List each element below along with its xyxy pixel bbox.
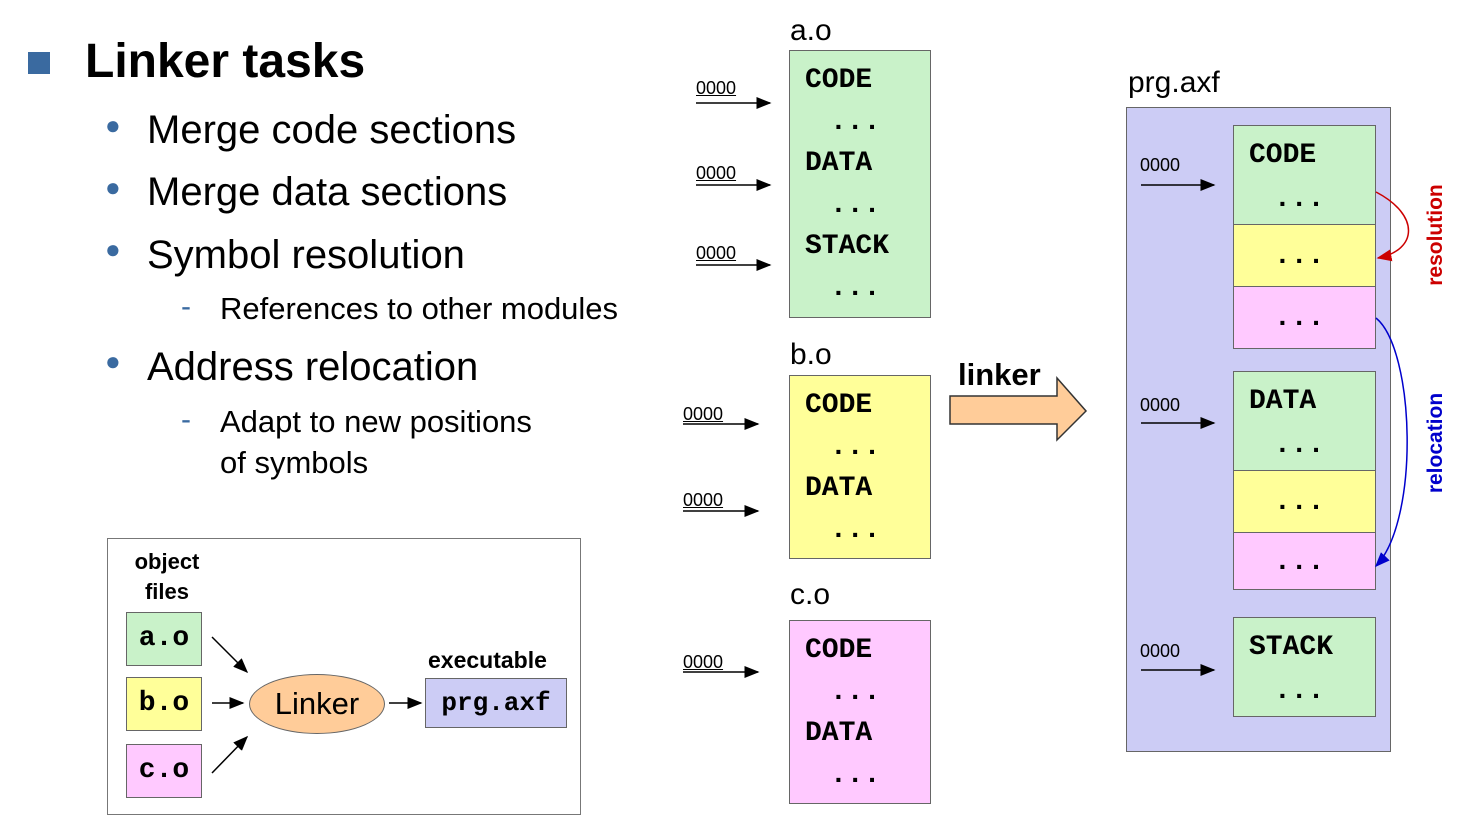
object-files-label-line2: files [144,579,190,604]
object-b-offset: 0000 [683,404,724,424]
object-c-ellipsis: ... [830,760,881,791]
object-b-name: b.o [790,338,832,371]
sub-bullet-adapt-line2: of symbols [220,445,369,480]
object-b-ellipsis: ... [830,515,881,546]
output-ellipsis: ... [1274,430,1325,461]
resolution-curve [1375,191,1410,262]
object-b-block: CODE ... DATA ... [789,375,931,559]
bullet-dot-icon: ● [105,172,121,202]
object-a-ellipsis: ... [830,190,881,221]
object-c-name: c.o [790,578,831,611]
output-stack-label: STACK [1249,632,1334,663]
bullet-dot-icon: ● [105,346,121,376]
output-code-a: CODE ... [1233,125,1376,225]
object-b-code: CODE [805,390,873,421]
output-offset-data: 0000 [1140,395,1181,415]
mini-arrow [211,735,249,774]
output-name: prg.axf [1128,66,1220,99]
relocation-curve [1374,317,1408,568]
mini-file-a: a.o [126,612,202,666]
output-offset-stack: 0000 [1140,641,1181,661]
bullet-symbol-resolution: Symbol resolution [147,233,465,277]
output-code-c: ... [1233,286,1376,349]
output-data-c: ... [1233,532,1376,590]
bullet-dot-icon: ● [105,234,121,264]
mini-diagram-frame [107,538,581,815]
output-data-a: DATA ... [1233,371,1376,471]
output-code-label: CODE [1249,140,1317,171]
slide-title: Linker tasks [85,35,366,88]
object-b-offset: 0000 [683,490,724,510]
bullet-dot-icon: ● [105,110,121,140]
object-b-data: DATA [805,473,873,504]
output-ellipsis: ... [1274,184,1325,215]
output-data-label: DATA [1249,386,1317,417]
output-ellipsis: ... [1274,303,1325,334]
sub-bullet-dash-icon: - [181,290,191,323]
title-bullet-square [28,52,50,74]
object-a-offset: 0000 [696,78,737,98]
output-data-b: ... [1233,470,1376,533]
bullet-merge-data: Merge data sections [147,170,508,214]
output-ellipsis: ... [1274,676,1325,707]
object-a-offset: 0000 [696,243,737,263]
object-a-name: a.o [790,14,832,47]
object-a-ellipsis: ... [830,107,881,138]
mini-executable-box: prg.axf [425,678,567,728]
sub-bullet-dash-icon: - [181,403,191,436]
output-ellipsis: ... [1274,241,1325,272]
mini-file-b: b.o [126,677,202,731]
object-a-code: CODE [805,65,873,96]
object-a-data: DATA [805,148,873,179]
object-files-label-line1: object [134,549,200,574]
output-code-b: ... [1233,224,1376,287]
mini-arrow [211,636,249,674]
object-a-stack: STACK [805,231,890,262]
object-a-offset: 0000 [696,163,737,183]
object-c-ellipsis: ... [830,677,881,708]
object-c-block: CODE ... DATA ... [789,620,931,804]
object-c-offset: 0000 [683,652,724,672]
bullet-merge-code: Merge code sections [147,108,517,152]
object-files-label: object files [127,547,207,607]
bullet-address-relocation: Address relocation [147,345,479,389]
output-ellipsis: ... [1274,487,1325,518]
object-a-ellipsis: ... [830,273,881,304]
mini-file-c: c.o [126,744,202,798]
mini-linker-ellipse: Linker [249,674,385,734]
sub-bullet-references: References to other modules [220,291,619,326]
object-c-data: DATA [805,718,873,749]
object-b-ellipsis: ... [830,432,881,463]
executable-label: executable [428,647,547,673]
object-c-code: CODE [805,635,873,666]
linker-arrow-label: linker [958,357,1041,392]
linker-big-arrow [949,376,1088,442]
output-ellipsis: ... [1274,547,1325,578]
object-a-block: CODE ... DATA ... STACK ... [789,50,931,318]
sub-bullet-adapt-line1: Adapt to new positions [220,404,532,439]
output-stack: STACK ... [1233,617,1376,717]
output-offset-code: 0000 [1140,155,1181,175]
